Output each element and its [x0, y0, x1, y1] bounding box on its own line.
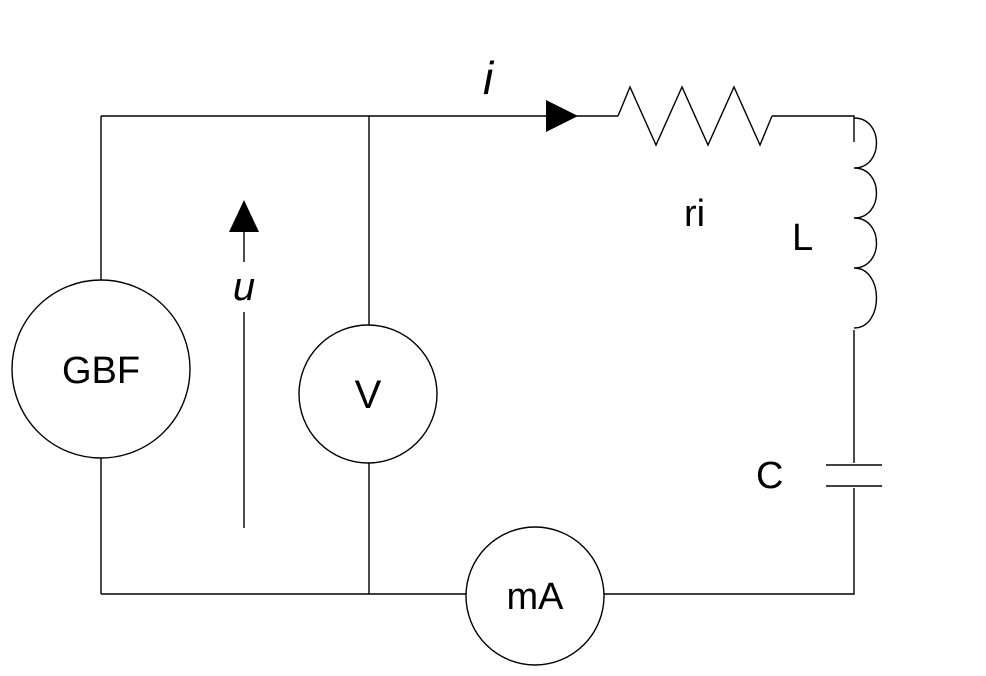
inductor-label: L	[792, 217, 813, 259]
generator-circle	[11, 279, 191, 459]
capacitor-icon	[826, 464, 882, 487]
resistor-zigzag-icon	[617, 85, 773, 147]
wires	[100, 115, 855, 595]
ammeter-label: mA	[507, 576, 565, 618]
inductor-coil-icon	[853, 117, 878, 329]
voltage-arrow-icon	[229, 200, 259, 232]
ammeter-circle	[465, 526, 605, 666]
voltage-label: u	[233, 265, 255, 309]
voltmeter-circle	[298, 324, 438, 464]
generator-label: GBF	[62, 350, 140, 392]
voltage-label-bg	[222, 262, 266, 312]
wire-resistor-to-inductor	[772, 115, 855, 142]
voltmeter-label: V	[355, 373, 382, 417]
capacitor-label: C	[756, 455, 783, 497]
wire-bottom-right	[603, 488, 855, 595]
current-arrow-icon	[546, 100, 578, 132]
resistor-label: ri	[684, 193, 705, 235]
current-label: i	[483, 52, 495, 104]
